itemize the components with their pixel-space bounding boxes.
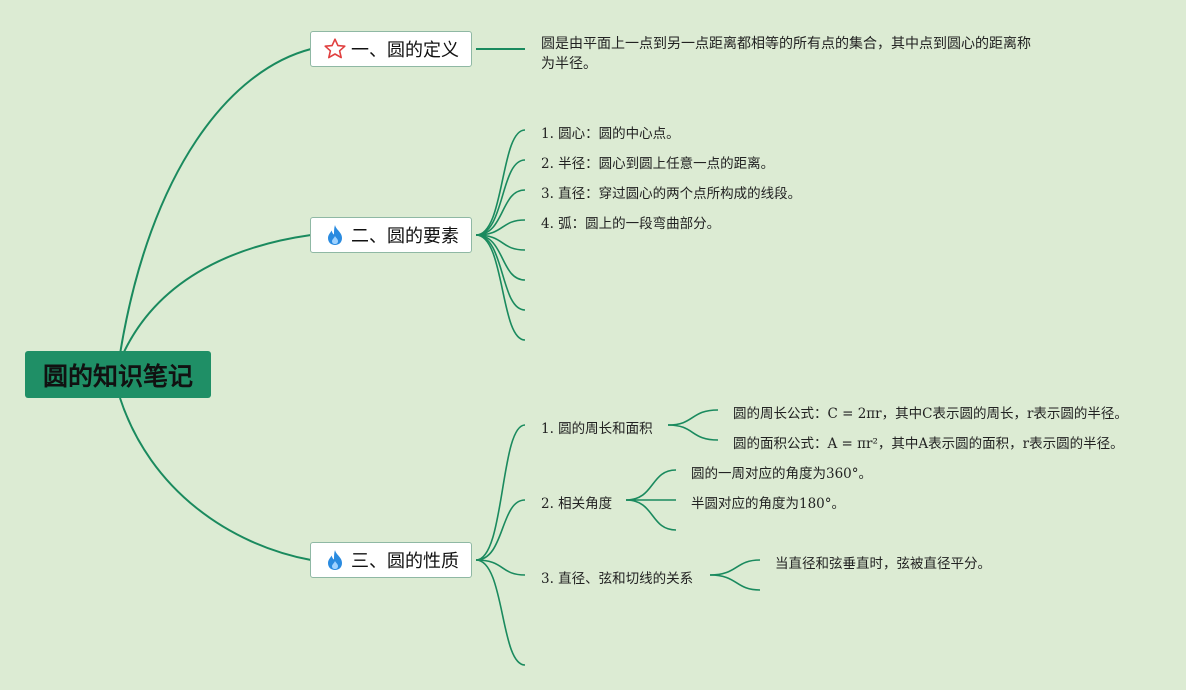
element-item-arc: 4. 弧：圆上的一段弯曲部分。	[541, 216, 721, 232]
property-angles: 2. 相关角度	[541, 496, 613, 512]
element-item-diameter: 3. 直径：穿过圆心的两个点所构成的线段。	[541, 186, 802, 202]
branch-properties[interactable]: 三、圆的性质	[310, 542, 472, 578]
branch-label: 三、圆的性质	[351, 551, 459, 572]
chord-bisect-text: 当直径和弦垂直时，弦被直径平分。	[775, 556, 991, 572]
branch-definition[interactable]: 一、圆的定义	[310, 31, 472, 67]
root-title: 圆的知识笔记	[42, 361, 193, 391]
definition-text-line2: 为半径。	[541, 56, 597, 72]
full-circle-angle: 圆的一周对应的角度为360°。	[691, 466, 873, 482]
connector-root-branch3	[119, 397, 312, 561]
branch-label: 一、圆的定义	[351, 40, 459, 61]
half-circle-angle: 半圆对应的角度为180°。	[691, 496, 846, 512]
connector-root-branch2	[122, 234, 312, 355]
connector-root-branch1	[119, 48, 312, 355]
property-perimeter-area: 1. 圆的周长和面积	[541, 421, 653, 437]
flame-icon	[323, 223, 347, 247]
root-node[interactable]: 圆的知识笔记	[25, 351, 211, 398]
branch-elements[interactable]: 二、圆的要素	[310, 217, 472, 253]
element-item-radius: 2. 半径：圆心到圆上任意一点的距离。	[541, 156, 775, 172]
perimeter-formula: 圆的周长公式：C = 2πr，其中C表示圆的周长，r表示圆的半径。	[733, 406, 1128, 422]
element-item-center: 1. 圆心：圆的中心点。	[541, 126, 680, 142]
star-icon	[323, 37, 347, 61]
property-diameter-chord-tangent: 3. 直径、弦和切线的关系	[541, 571, 694, 587]
area-formula: 圆的面积公式：A = πr²，其中A表示圆的面积，r表示圆的半径。	[733, 436, 1124, 452]
flame-icon	[323, 548, 347, 572]
definition-text-line1: 圆是由平面上一点到另一点距离都相等的所有点的集合，其中点到圆心的距离称	[541, 36, 1031, 52]
branch-label: 二、圆的要素	[351, 226, 459, 247]
